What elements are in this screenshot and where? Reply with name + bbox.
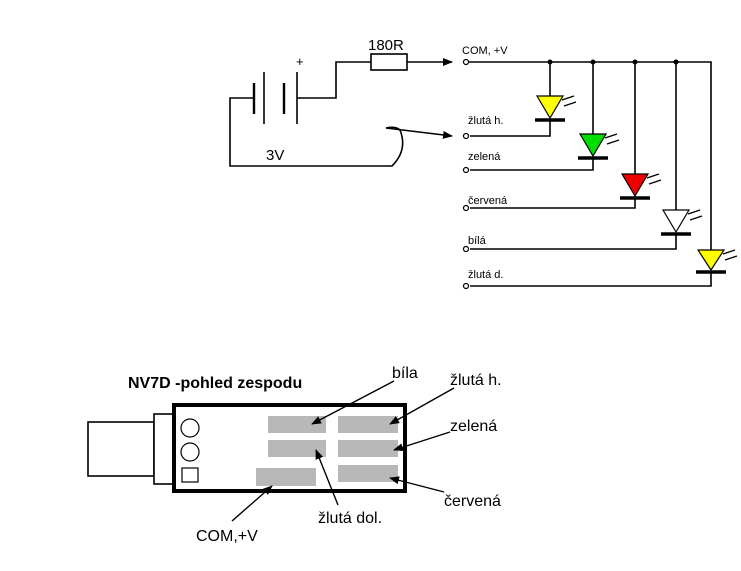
arrow-zluta-dol — [315, 449, 339, 506]
terminal-zelena — [462, 166, 470, 174]
common-label: COM, +V — [462, 45, 508, 57]
arrow-zluta-h — [389, 387, 455, 425]
terminal-com — [462, 58, 470, 66]
terminal-bila — [462, 245, 470, 253]
light-ray — [648, 179, 662, 185]
led-body-yellow — [535, 95, 565, 120]
mounting-hole — [180, 442, 200, 462]
label-zluta-dol: žlutá dol. — [318, 510, 382, 527]
battery-plus-sign: + — [296, 54, 304, 69]
led-cervena — [470, 62, 662, 209]
probe-arrow — [385, 127, 453, 139]
battery-label: 3V — [266, 147, 284, 164]
label-zluta-h: žlutá h. — [450, 372, 502, 389]
battery-circuit: 180R + 3V — [229, 37, 453, 167]
terminal-label-cervena: červená — [468, 195, 508, 207]
label-com: COM,+V — [196, 528, 258, 545]
led-body-yellow-2 — [696, 249, 726, 272]
connector-collar — [153, 413, 175, 485]
board-bottom-view: NV7D -pohled zespodu bíla žlutá h. zelen… — [87, 365, 502, 545]
light-ray — [689, 215, 703, 221]
light-ray — [646, 173, 660, 179]
terminal-label-zluta-h: žlutá h. — [468, 115, 503, 127]
board-title: NV7D -pohled zespodu — [128, 375, 302, 392]
pad-zluta-dol — [268, 440, 326, 457]
mounting-hole — [180, 418, 200, 438]
terminal-cervena — [462, 204, 470, 212]
led-body-green — [578, 133, 608, 158]
light-ray — [604, 133, 618, 139]
battery-positive-wire — [297, 61, 371, 99]
terminal-label-zelena: zelená — [468, 151, 501, 163]
led-zluta-h — [470, 62, 577, 137]
label-bila: bíla — [392, 365, 418, 382]
terminal-label-bila: bílá — [468, 235, 487, 247]
light-ray — [724, 255, 738, 261]
connector-plug — [87, 421, 155, 477]
light-ray — [687, 209, 701, 215]
terminal-zluta-d — [462, 282, 470, 290]
square-pad — [181, 467, 199, 483]
label-zelena: zelená — [450, 418, 497, 435]
terminal-zluta-h — [462, 132, 470, 140]
battery-negative-wire — [229, 97, 404, 167]
led-zluta-d — [470, 61, 738, 287]
pad-bila — [268, 416, 326, 433]
arrow-com — [231, 485, 273, 522]
arrow-bila — [311, 380, 395, 425]
pad-zelena — [338, 440, 398, 457]
pad-cervena — [338, 465, 398, 482]
light-ray — [563, 101, 577, 107]
pad-zluta-h — [338, 416, 398, 433]
label-cervena: červená — [444, 493, 501, 510]
arrow-zelena — [393, 431, 451, 452]
arrow-cervena — [389, 476, 445, 493]
pad-com — [256, 468, 316, 486]
resistor — [370, 53, 408, 71]
light-ray — [561, 95, 575, 101]
light-ray — [606, 139, 620, 145]
led-zelena — [470, 62, 620, 171]
led-body-white — [661, 209, 691, 234]
led-bila — [470, 62, 703, 250]
terminals: COM, +V žlutá h. zelená červená bílá žlu… — [462, 45, 676, 290]
resistor-label: 180R — [368, 37, 404, 54]
led-array — [470, 59, 738, 287]
terminal-label-zluta-d: žlutá d. — [468, 269, 503, 281]
light-ray — [722, 249, 736, 255]
led-body-red — [620, 173, 650, 198]
